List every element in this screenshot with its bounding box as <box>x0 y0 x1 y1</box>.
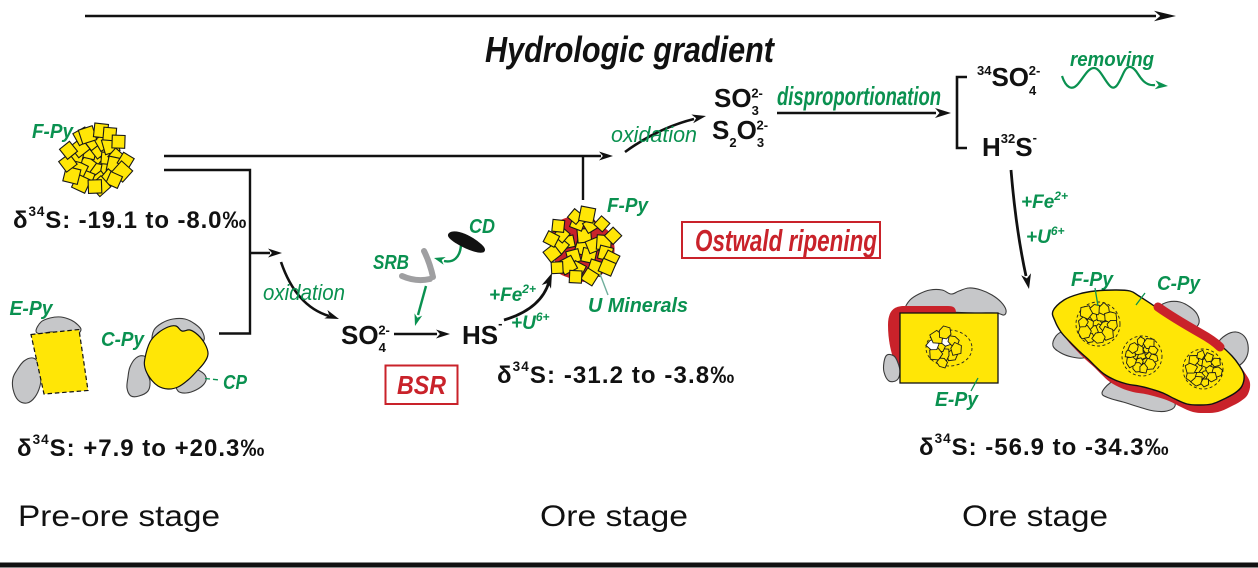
svg-text:F-Py: F-Py <box>607 195 649 217</box>
svg-text:F-Py: F-Py <box>32 121 74 143</box>
svg-text:F-Py: F-Py <box>1071 269 1114 291</box>
svg-text:34SO42-: 34SO42- <box>977 62 1040 98</box>
svg-text:δ34S: -56.9 to -34.3‰: δ34S: -56.9 to -34.3‰ <box>919 431 1170 461</box>
svg-text:oxidation: oxidation <box>611 122 697 147</box>
svg-text:S2O32-: S2O32- <box>712 115 768 150</box>
svg-text:E-Py: E-Py <box>935 389 979 411</box>
svg-text:oxidation: oxidation <box>263 280 345 305</box>
svg-text:CP: CP <box>223 372 248 394</box>
svg-text:HS-: HS- <box>462 316 502 350</box>
svg-text:Ostwald ripening: Ostwald ripening <box>695 223 877 258</box>
svg-text:Ore stage: Ore stage <box>540 500 688 533</box>
svg-text:BSR: BSR <box>397 370 446 400</box>
svg-text:Hydrologic gradient: Hydrologic gradient <box>485 29 776 70</box>
svg-text:Pre-ore stage: Pre-ore stage <box>18 500 220 533</box>
svg-text:δ34S: -19.1 to -8.0‰: δ34S: -19.1 to -8.0‰ <box>13 204 247 234</box>
svg-text:δ34S: -31.2 to -3.8‰: δ34S: -31.2 to -3.8‰ <box>497 359 735 389</box>
svg-text:removing: removing <box>1070 49 1154 71</box>
svg-text:C-Py: C-Py <box>101 329 145 351</box>
svg-text:Ore stage: Ore stage <box>962 500 1108 533</box>
svg-text:SRB: SRB <box>373 252 409 274</box>
svg-text:CD: CD <box>469 216 495 238</box>
svg-text:E-Py: E-Py <box>10 298 54 320</box>
svg-text:disproportionation: disproportionation <box>777 81 941 111</box>
svg-text:U Minerals: U Minerals <box>588 295 688 317</box>
svg-text:C-Py: C-Py <box>1157 273 1201 295</box>
svg-text:δ34S: +7.9 to +20.3‰: δ34S: +7.9 to +20.3‰ <box>17 432 265 462</box>
